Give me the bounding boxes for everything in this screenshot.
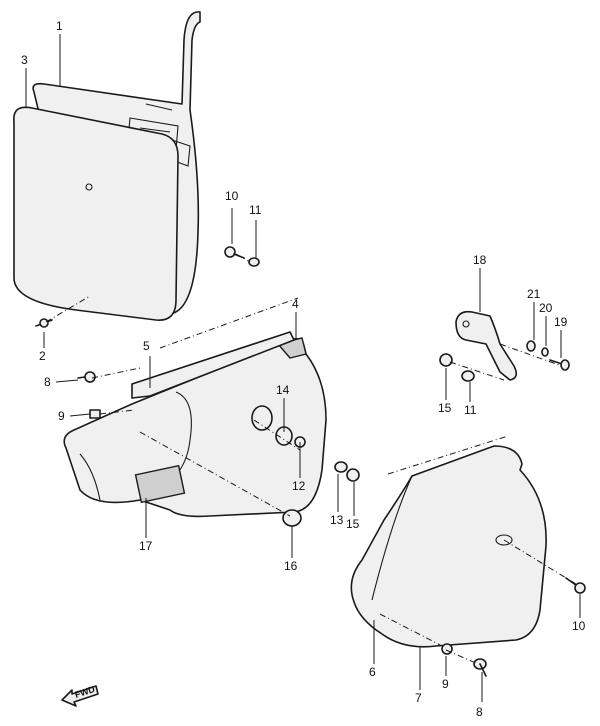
callout-16: 16: [284, 559, 298, 573]
callout-20: 20: [539, 301, 553, 315]
callout-5: 5: [143, 339, 150, 353]
plate-hole: [85, 183, 93, 191]
washer-11-top: [248, 257, 260, 267]
callout-3: 3: [21, 53, 28, 67]
callout-9-left: 9: [58, 409, 65, 423]
washer-20: [541, 347, 549, 357]
screw-8-left: [77, 371, 96, 383]
callout-15-left: 15: [346, 517, 360, 531]
callout-4: 4: [292, 297, 299, 311]
right-side-cover: [350, 435, 547, 648]
leader-lines: [25, 34, 581, 702]
side-cover-trim: [131, 297, 299, 399]
callout-8-left: 8: [44, 375, 51, 389]
callout-10-top: 10: [225, 189, 239, 203]
callout-14: 14: [276, 383, 290, 397]
callout-2: 2: [39, 349, 46, 363]
callout-7: 7: [415, 691, 422, 705]
right-bracket: [455, 310, 518, 381]
nut-15-left: [346, 468, 360, 482]
callout-8-right: 8: [476, 705, 483, 719]
callout-labels: 1 3 10 11 2 4 5 8 9 14 12 17 16 13 15 18…: [21, 19, 586, 719]
callout-18: 18: [473, 253, 487, 267]
label-sticker: [134, 464, 186, 504]
number-plate-panel: [13, 106, 179, 321]
washer-13: [334, 461, 348, 473]
callout-12: 12: [292, 479, 306, 493]
screw-10-top: [224, 246, 245, 259]
callout-21: 21: [527, 287, 541, 301]
callout-9-right: 9: [442, 677, 449, 691]
callout-10-right: 10: [572, 619, 586, 633]
callout-11-top: 11: [249, 203, 262, 217]
callout-1: 1: [56, 19, 63, 33]
bolt-19: [549, 359, 570, 371]
nut-15-right: [439, 353, 453, 367]
washer-21: [526, 340, 536, 352]
nut-9-left: [89, 409, 101, 419]
callout-15-right: 15: [438, 401, 452, 415]
screw-10-right: [565, 577, 586, 594]
cover-hole: [495, 534, 513, 546]
callout-19: 19: [554, 315, 568, 329]
forward-arrow-icon: FWD: [61, 684, 99, 707]
washer-11-right: [461, 370, 475, 382]
callout-13: 13: [330, 513, 344, 527]
callout-6: 6: [369, 665, 376, 679]
callout-11-right: 11: [464, 403, 477, 417]
grommet-16: [282, 509, 302, 527]
callout-17: 17: [139, 539, 153, 553]
screw-2: [35, 318, 53, 328]
rubber-damper-14: [251, 405, 293, 446]
screw-8-right: [473, 658, 487, 677]
